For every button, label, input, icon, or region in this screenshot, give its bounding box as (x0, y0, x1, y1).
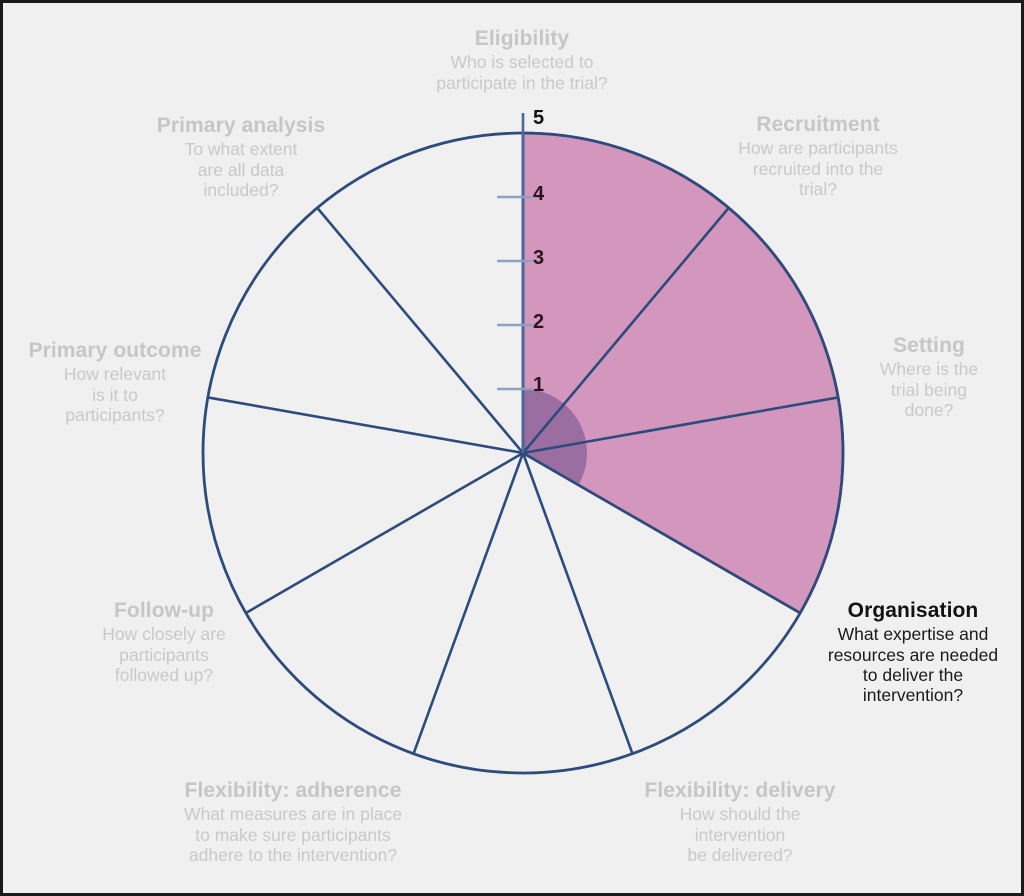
spoke-line (521, 396, 840, 455)
domain-desc-primary-outcome: How relevant is it to participants? (63, 364, 167, 425)
domain-label-flexibility-adherence[interactable]: Flexibility: adherence What measures are… (159, 779, 427, 865)
domain-title-flexibility-delivery: Flexibility: delivery (644, 779, 836, 802)
domain-label-primary-analysis[interactable]: Primary analysis To what extent are all … (135, 114, 347, 200)
highlighted-sector-region[interactable] (521, 131, 845, 615)
domain-title-recruitment: Recruitment (756, 113, 880, 136)
axis-tick-label-3: 3 (533, 247, 545, 269)
axis-tick-marks (497, 195, 533, 391)
domain-title-eligibility: Eligibility (474, 27, 570, 50)
domain-title-flexibility-adherence: Flexibility: adherence (184, 779, 402, 802)
axis-tick-label-1: 1 (533, 374, 545, 396)
spoke-line (412, 451, 525, 756)
spoke-lines (206, 131, 840, 756)
domain-desc-setting: Where is the trial being done? (879, 359, 979, 420)
domain-label-eligibility[interactable]: Eligibility Who is selected to participa… (397, 27, 647, 93)
domain-title-organisation: Organisation (847, 599, 979, 622)
axis-tick-label-5: 5 (533, 107, 545, 129)
domain-desc-eligibility: Who is selected to participate in the tr… (436, 52, 608, 93)
domain-desc-organisation: What expertise and resources are needed … (827, 624, 999, 706)
domain-label-setting[interactable]: Setting Where is the trial being done? (849, 334, 1009, 420)
spoke-line (244, 451, 525, 615)
domain-title-setting: Setting (893, 334, 965, 357)
spoke-line (206, 396, 525, 455)
domain-label-flexibility-delivery[interactable]: Flexibility: delivery How should the int… (630, 779, 850, 865)
domain-desc-flexibility-delivery: How should the intervention be delivered… (679, 804, 801, 865)
axis-tick-label-2: 2 (533, 311, 545, 333)
domain-desc-primary-analysis: To what extent are all data included? (184, 139, 298, 200)
domain-label-organisation[interactable]: Organisation What expertise and resource… (813, 599, 1013, 706)
domain-label-recruitment[interactable]: Recruitment How are participants recruit… (703, 113, 933, 199)
domain-title-primary-outcome: Primary outcome (28, 339, 202, 362)
wheel-diagram (201, 113, 845, 775)
domain-desc-follow-up: How closely are participants followed up… (102, 624, 226, 685)
spoke-line (521, 451, 634, 756)
domain-label-follow-up[interactable]: Follow-up How closely are participants f… (65, 599, 263, 685)
domain-title-primary-analysis: Primary analysis (156, 114, 326, 137)
domain-desc-recruitment: How are participants recruited into the … (738, 138, 898, 199)
domain-label-primary-outcome[interactable]: Primary outcome How relevant is it to pa… (17, 339, 213, 425)
domain-desc-flexibility-adherence: What measures are in place to make sure … (184, 804, 402, 865)
axis-tick-label-4: 4 (533, 183, 545, 205)
spoke-line (521, 451, 802, 615)
spoke-line (521, 206, 730, 455)
spoke-line (316, 206, 525, 455)
domain-title-follow-up: Follow-up (113, 599, 215, 622)
